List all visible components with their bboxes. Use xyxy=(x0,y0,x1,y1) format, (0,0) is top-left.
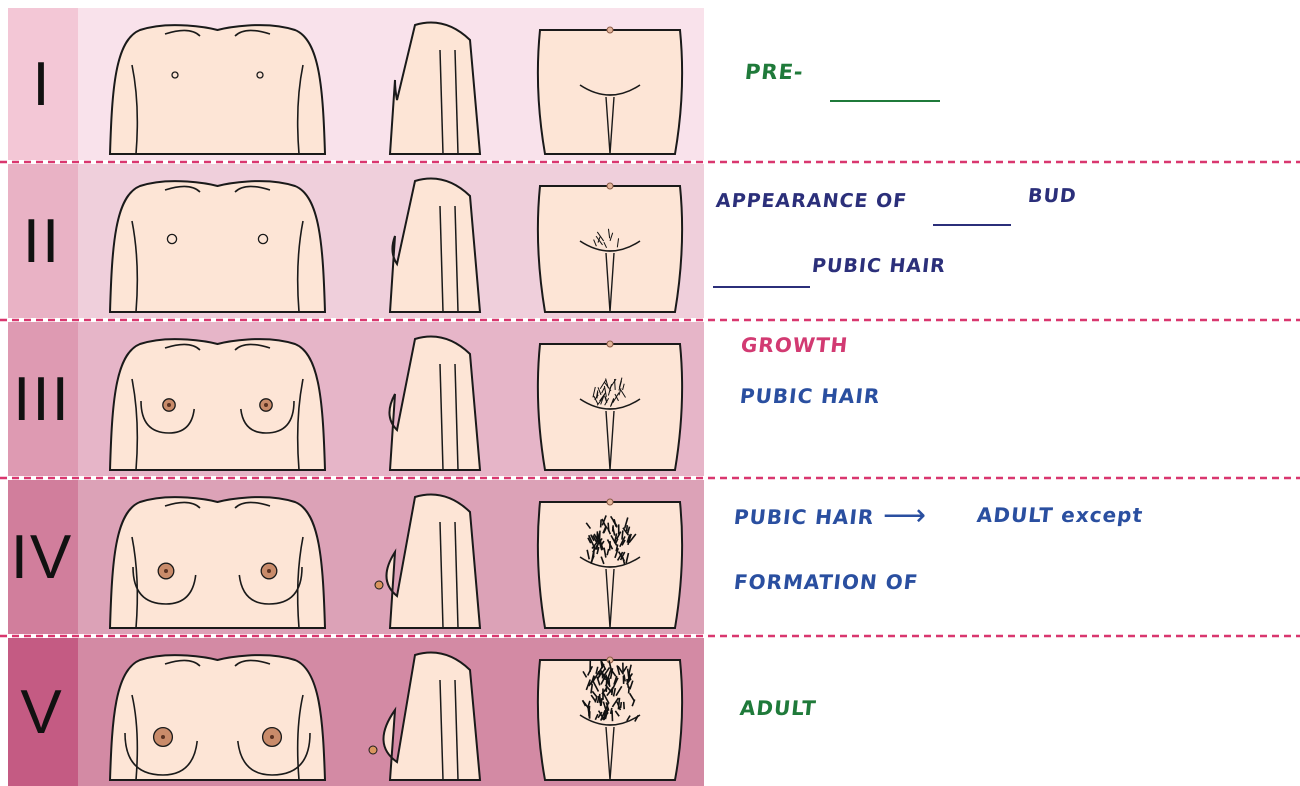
nipple-right xyxy=(258,234,267,243)
lower-torso xyxy=(538,30,682,154)
stage-row-3 xyxy=(0,322,1300,478)
stage-label-4: IV xyxy=(8,480,76,634)
stage5-note: ADULT xyxy=(739,696,818,720)
nipple-left xyxy=(172,72,178,78)
areola-center-right xyxy=(270,735,274,739)
nipple-right xyxy=(257,72,263,78)
stage2-blank-1 xyxy=(933,224,1011,226)
stage3-note-pubic: PUBIC HAIR xyxy=(739,384,882,408)
front-torso xyxy=(110,181,325,312)
nipple-left xyxy=(167,234,176,243)
front-torso xyxy=(110,655,325,780)
navel xyxy=(607,27,613,33)
stage-row-2 xyxy=(0,164,1300,320)
stage-label-5: V xyxy=(8,638,76,786)
stage2-note-line2: PUBIC HAIR xyxy=(811,255,947,277)
areola-center-left xyxy=(167,403,171,407)
stage-label-2: II xyxy=(8,164,76,318)
areola-center-left xyxy=(164,569,168,573)
stage1-note: PRE- xyxy=(744,60,805,84)
areola-center-right xyxy=(267,569,271,573)
front-torso xyxy=(110,497,325,628)
stage-label-1: I xyxy=(8,8,76,160)
stage3-note-growth: GROWTH xyxy=(740,333,850,357)
lower-torso xyxy=(538,502,682,628)
lower-torso xyxy=(538,344,682,470)
navel xyxy=(607,499,613,505)
arrow-icon: ⟶ xyxy=(883,498,927,533)
stage1-blank xyxy=(830,100,940,102)
areola-center-right xyxy=(264,403,268,407)
stage2-blank-2 xyxy=(713,286,810,288)
stage4-note-line1: PUBIC HAIR xyxy=(733,505,876,529)
stage2-note-line1: APPEARANCE OF xyxy=(715,190,908,212)
side-nipple xyxy=(369,746,377,754)
stage4-note-line2: FORMATION OF xyxy=(733,570,920,594)
front-torso xyxy=(110,25,325,154)
stage4-note-adult-except: ADULT except xyxy=(976,503,1145,527)
navel xyxy=(607,341,613,347)
navel xyxy=(607,183,613,189)
stage-label-3: III xyxy=(8,322,76,476)
lower-torso xyxy=(538,186,682,312)
stage-row-5 xyxy=(8,638,704,786)
stage2-note-bud: BUD xyxy=(1027,185,1078,207)
front-torso xyxy=(110,339,325,470)
side-nipple xyxy=(375,581,383,589)
stage-row-1 xyxy=(0,8,1300,162)
areola-center-left xyxy=(161,735,165,739)
